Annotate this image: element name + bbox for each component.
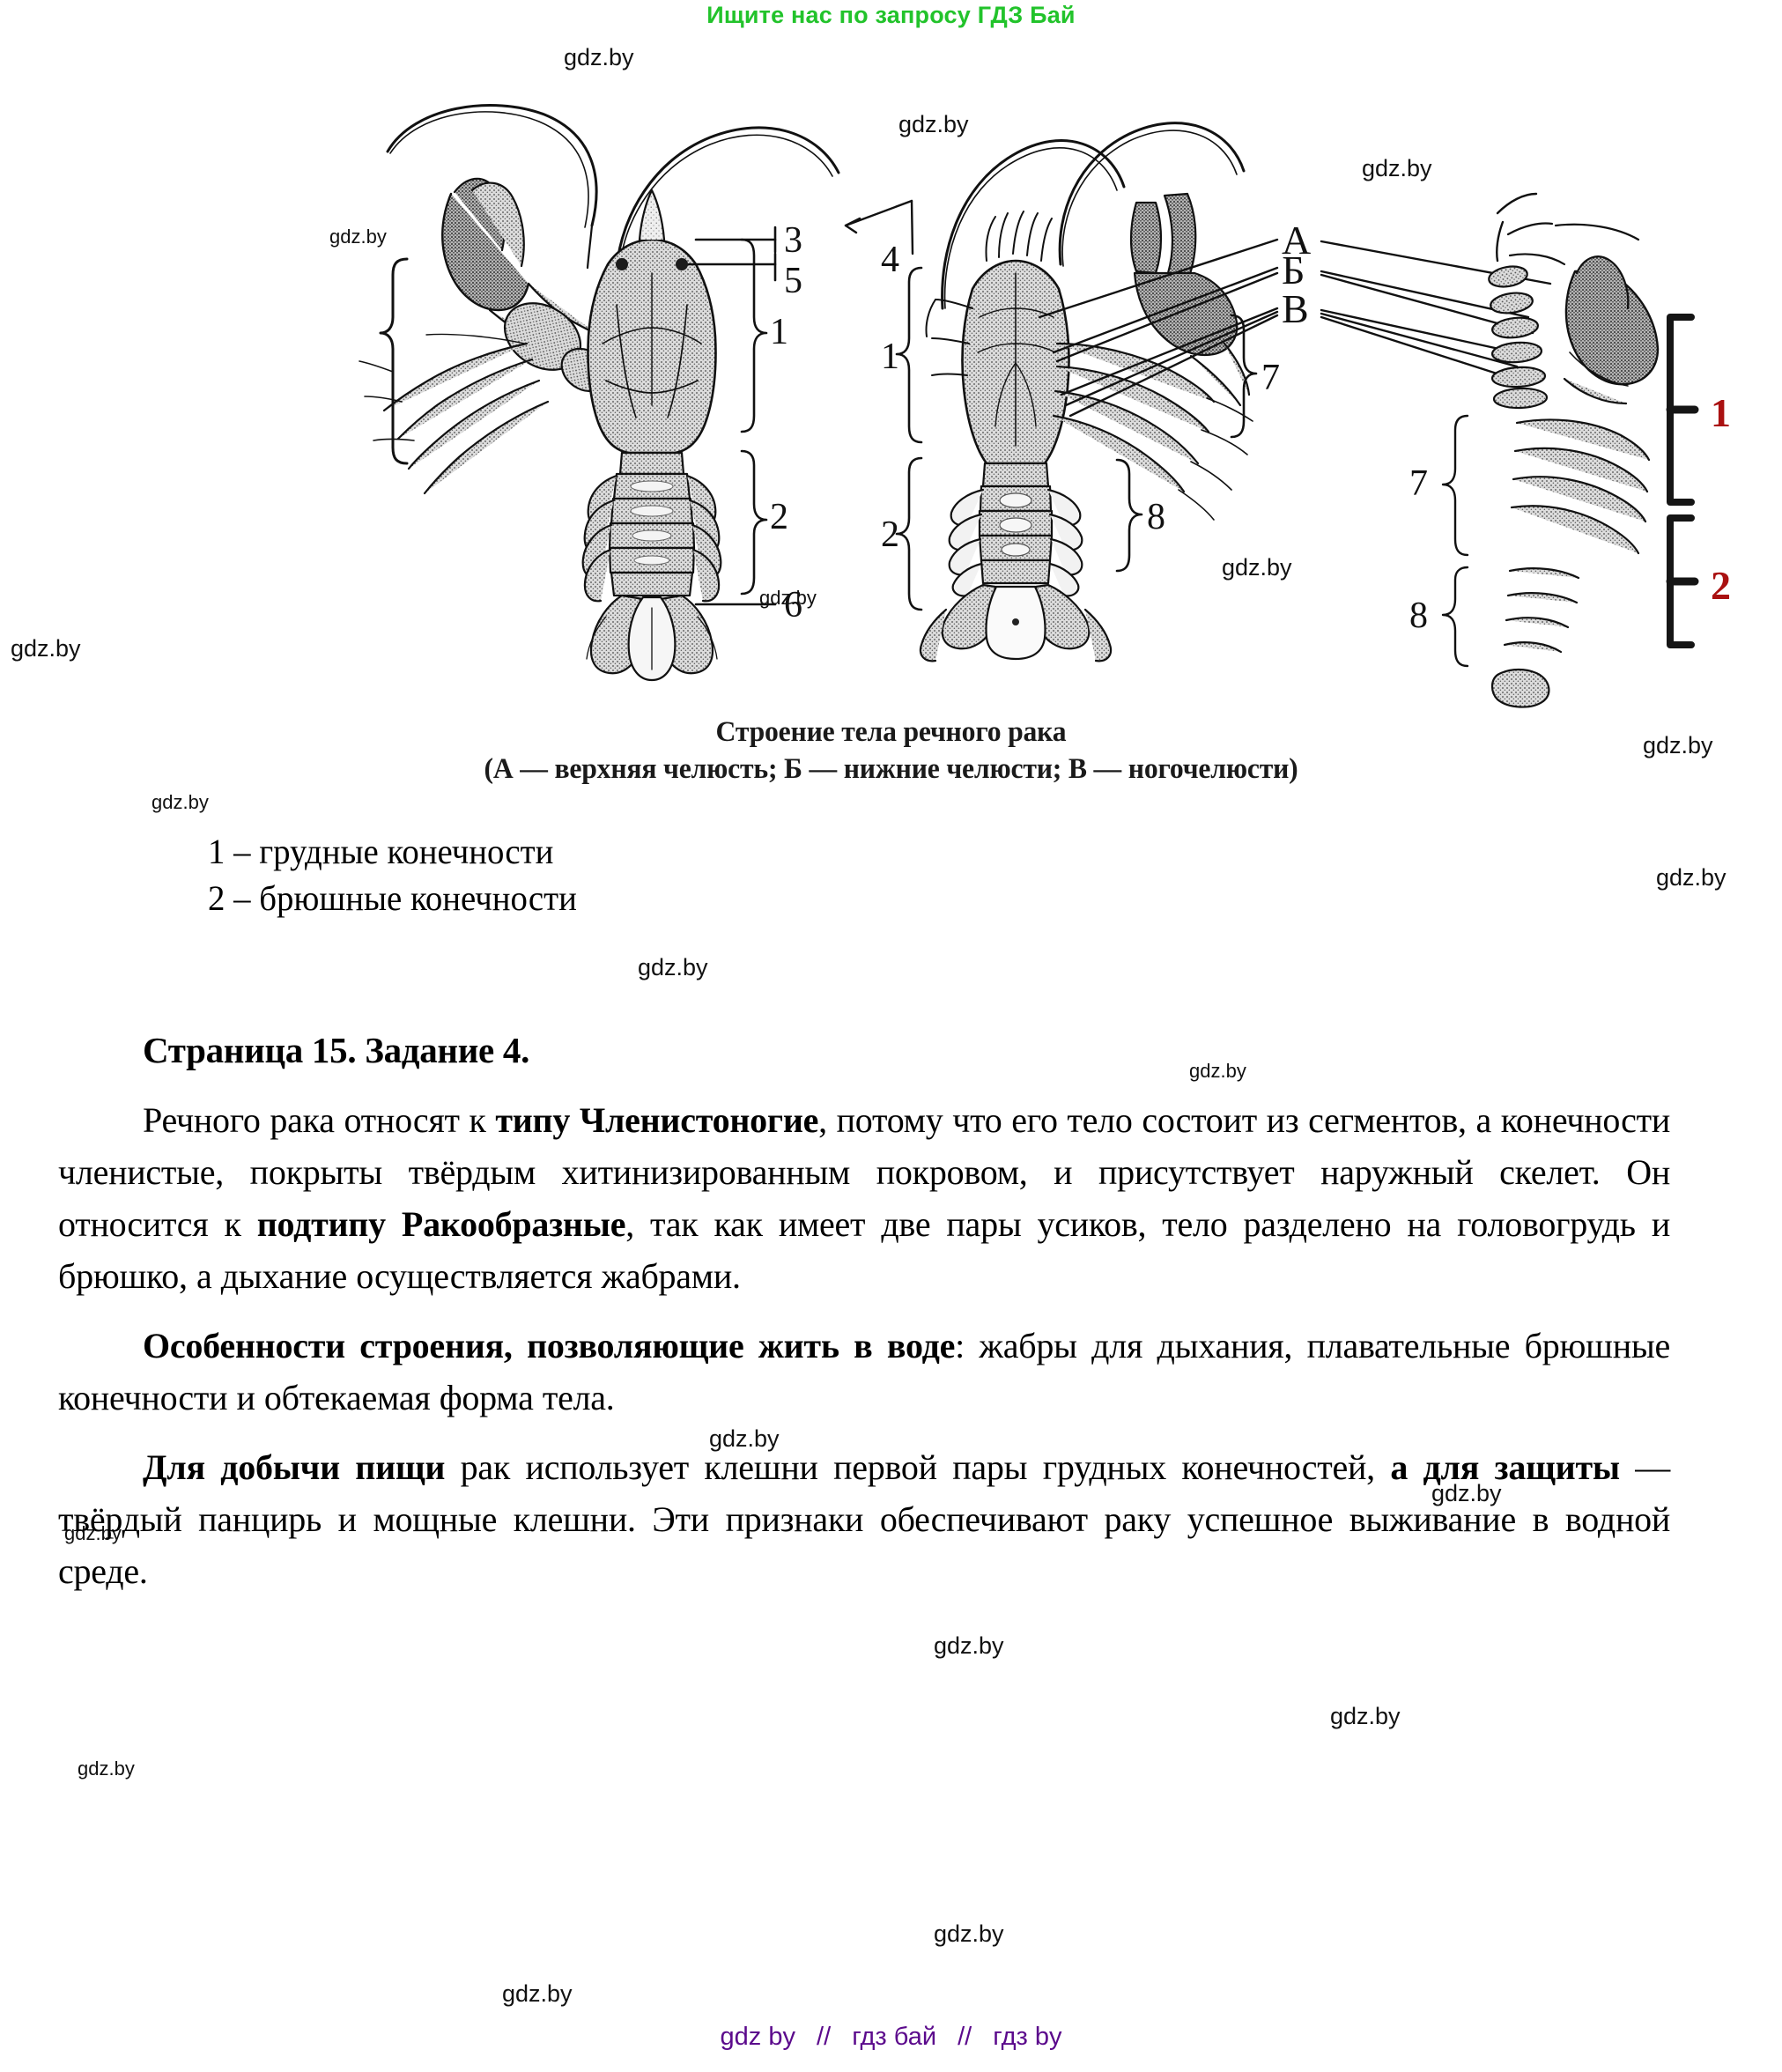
watermark-gdz: gdz.by [759,587,817,609]
watermark-gdz: gdz.by [1222,554,1292,581]
watermark-gdz: gdz.by [564,44,634,70]
p1-part-c: , потому что его тело состоит из сегмент… [58,1100,1671,1244]
right-group-brackets [1666,314,1699,648]
label-right-8: 8 [1409,596,1428,636]
watermark-gdz: gdz.by [1189,1060,1246,1082]
p3-part-d: — твёрдый панцирь и мощные клешни. Эти п… [58,1447,1671,1591]
label-red-1: 1 [1711,390,1731,435]
task-heading: Страница 15. Задание 4. [143,1030,530,1070]
watermark-gdz: gdz.by [329,226,387,248]
watermark-gdz: gdz.by [502,1980,573,2007]
watermark-gdz: gdz.by [898,111,969,137]
watermark-gdz: gdz.by [152,791,209,813]
watermark-gdz: gdz.by [11,635,81,662]
figure-legend: 1 – грудные конечности 2 – брюшные конеч… [208,828,1177,921]
label-left-2: 2 [770,497,788,537]
answer-paragraph-2: Особенности строения, позволяющие жить в… [58,1320,1670,1424]
footer-link-3[interactable]: гдз by [993,2023,1062,2051]
p2-bold-lead: Особенности строения, позволяющие жить в… [143,1326,956,1365]
crayfish-diagram-svg: 3 5 1 2 6 4 1 2 7 8 А Б В 7 8 1 2 [359,104,1731,708]
crayfish-anatomy-figure: 3 5 1 2 6 4 1 2 7 8 А Б В 7 8 1 2 [0,53,1782,802]
watermark-gdz: gdz.by [1330,1703,1401,1729]
watermark-gdz: gdz.by [1643,732,1713,758]
figure-caption: Строение тела речного рака (А — верхняя … [0,714,1782,788]
left-crayfish-dorsal [359,104,840,682]
label-mid-8: 8 [1147,497,1165,537]
label-mid-7: 7 [1261,358,1280,398]
label-mid-1: 1 [881,337,899,377]
answer-paragraph-3: Для добычи пищи рак использует клешни пе… [58,1441,1670,1597]
label-right-7: 7 [1409,463,1428,504]
watermark-gdz: gdz.by [78,1758,135,1780]
watermark-gdz: gdz.by [1431,1480,1502,1506]
p3-part-c: рак использует клешни первой пары грудны… [445,1447,1391,1487]
p1-part-d: , так как имеет две пары усиков, тело ра… [58,1204,1670,1296]
figure-caption-title: Строение тела речного рака [715,716,1067,748]
label-left-6: 6 [784,585,802,625]
label-mid-2: 2 [881,514,899,555]
watermark-gdz: gdz.by [934,1632,1004,1659]
label-letter-b: Б [1282,248,1305,292]
answer-paragraph-1: Речного рака относят к типу Членистоноги… [58,1094,1670,1302]
p1-bold-subtype: подтипу Ракообразные [256,1204,626,1244]
promo-header-text: Ищите нас по запросу ГДЗ Бай [706,2,1076,28]
watermark-gdz: gdz.by [64,1522,122,1544]
p2-part-c: : жабры для дыхания, плавательные брюшны… [58,1326,1670,1417]
watermark-gdz: gdz.by [934,1920,1004,1947]
watermark-gdz: gdz.by [1362,155,1432,181]
p1-bold-type: типу Членистоногие [495,1100,819,1140]
legend-item-2: 2 – брюшные конечности [208,878,577,919]
p3-bold-food: Для добычи пищи [143,1447,446,1487]
watermark-gdz: gdz.by [1656,864,1727,891]
watermark-gdz: gdz.by [638,954,708,980]
p1-part-a: Речного рака относят к [143,1100,496,1140]
legend-item-1: 1 – грудные конечности [208,832,554,871]
watermark-gdz: gdz.by [709,1425,780,1452]
label-letter-a: А [1282,218,1311,263]
label-red-2: 2 [1711,563,1731,608]
label-left-3: 3 [784,220,802,261]
p3-bold-defence: а для защиты [1390,1447,1620,1487]
right-appendage-series [1441,192,1660,708]
middle-crayfish-ventral [844,122,1258,662]
footer-separator-1: // [817,2023,832,2051]
label-mid-4: 4 [881,240,899,280]
answer-body: Страница 15. Задание 4. Речного рака отн… [58,1029,1670,1597]
letter-leader-lines [1038,238,1552,418]
label-left-5: 5 [784,261,802,301]
label-letter-v: В [1282,286,1309,331]
footer-links: gdz by // гдз бай // гдз by [0,2023,1782,2052]
footer-link-1[interactable]: gdz by [720,2023,795,2051]
figure-caption-sub: (А — верхняя челюсть; Б — нижние челюсти… [484,753,1298,786]
footer-link-2[interactable]: гдз бай [852,2023,937,2051]
label-left-1: 1 [770,312,788,352]
footer-separator-2: // [958,2023,972,2051]
